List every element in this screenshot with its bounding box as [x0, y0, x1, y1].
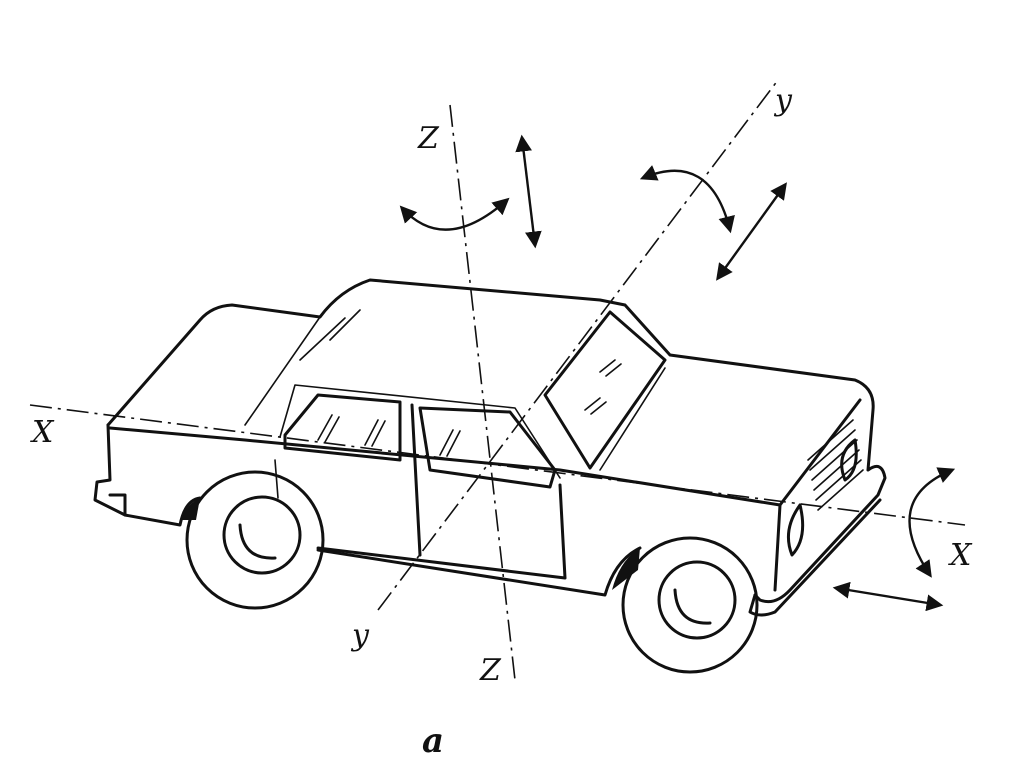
front-face-edge	[773, 398, 862, 592]
z-axis-label-top: Z	[417, 121, 440, 156]
glass-hatch	[317, 359, 622, 457]
body-sill	[123, 496, 202, 527]
front-wheel-hub	[657, 560, 737, 640]
windshield	[543, 310, 667, 470]
z-axis	[449, 104, 516, 681]
rear-wheel-arc	[238, 523, 277, 560]
x-axis	[29, 404, 966, 526]
window-frame	[279, 384, 561, 479]
rear-door-line	[274, 459, 279, 499]
front-bumper	[748, 498, 882, 617]
rear-wheel-hub	[222, 495, 302, 575]
body-bottom-line	[316, 546, 642, 597]
front-wheel-shadow	[612, 548, 640, 590]
z-axis-label-bottom: Z	[479, 653, 502, 688]
rear-wheel	[185, 470, 325, 610]
translation-arrow-icon	[515, 134, 542, 249]
front-wheel	[621, 536, 759, 674]
rotation-arrow-icon	[639, 165, 735, 234]
roof-crease	[244, 309, 361, 426]
figure-caption: a	[422, 721, 444, 761]
front-wheel-arc	[673, 588, 712, 625]
door-lines	[316, 403, 567, 580]
x-axis-label-start: X	[30, 415, 55, 450]
translation-arrow-icon	[716, 182, 787, 281]
beltline	[108, 426, 782, 507]
rear-window	[283, 393, 402, 462]
rotation-arrow-icon	[399, 197, 510, 231]
grille	[807, 419, 864, 511]
translation-arrow-icon	[832, 581, 944, 612]
car-drawing	[93, 278, 887, 674]
rear-end	[93, 423, 127, 517]
rotation-arrow-icon	[908, 467, 956, 578]
rear-wheel-shadow	[182, 498, 200, 520]
x-axis-label-end: X	[948, 538, 973, 573]
y-axis	[377, 79, 779, 611]
hood-line	[599, 367, 666, 471]
front-window	[418, 406, 557, 489]
y-axis-label-start: y	[350, 618, 370, 653]
car-body-outline	[106, 278, 887, 604]
y-axis-label-end: y	[773, 83, 793, 118]
headlight	[786, 438, 858, 557]
